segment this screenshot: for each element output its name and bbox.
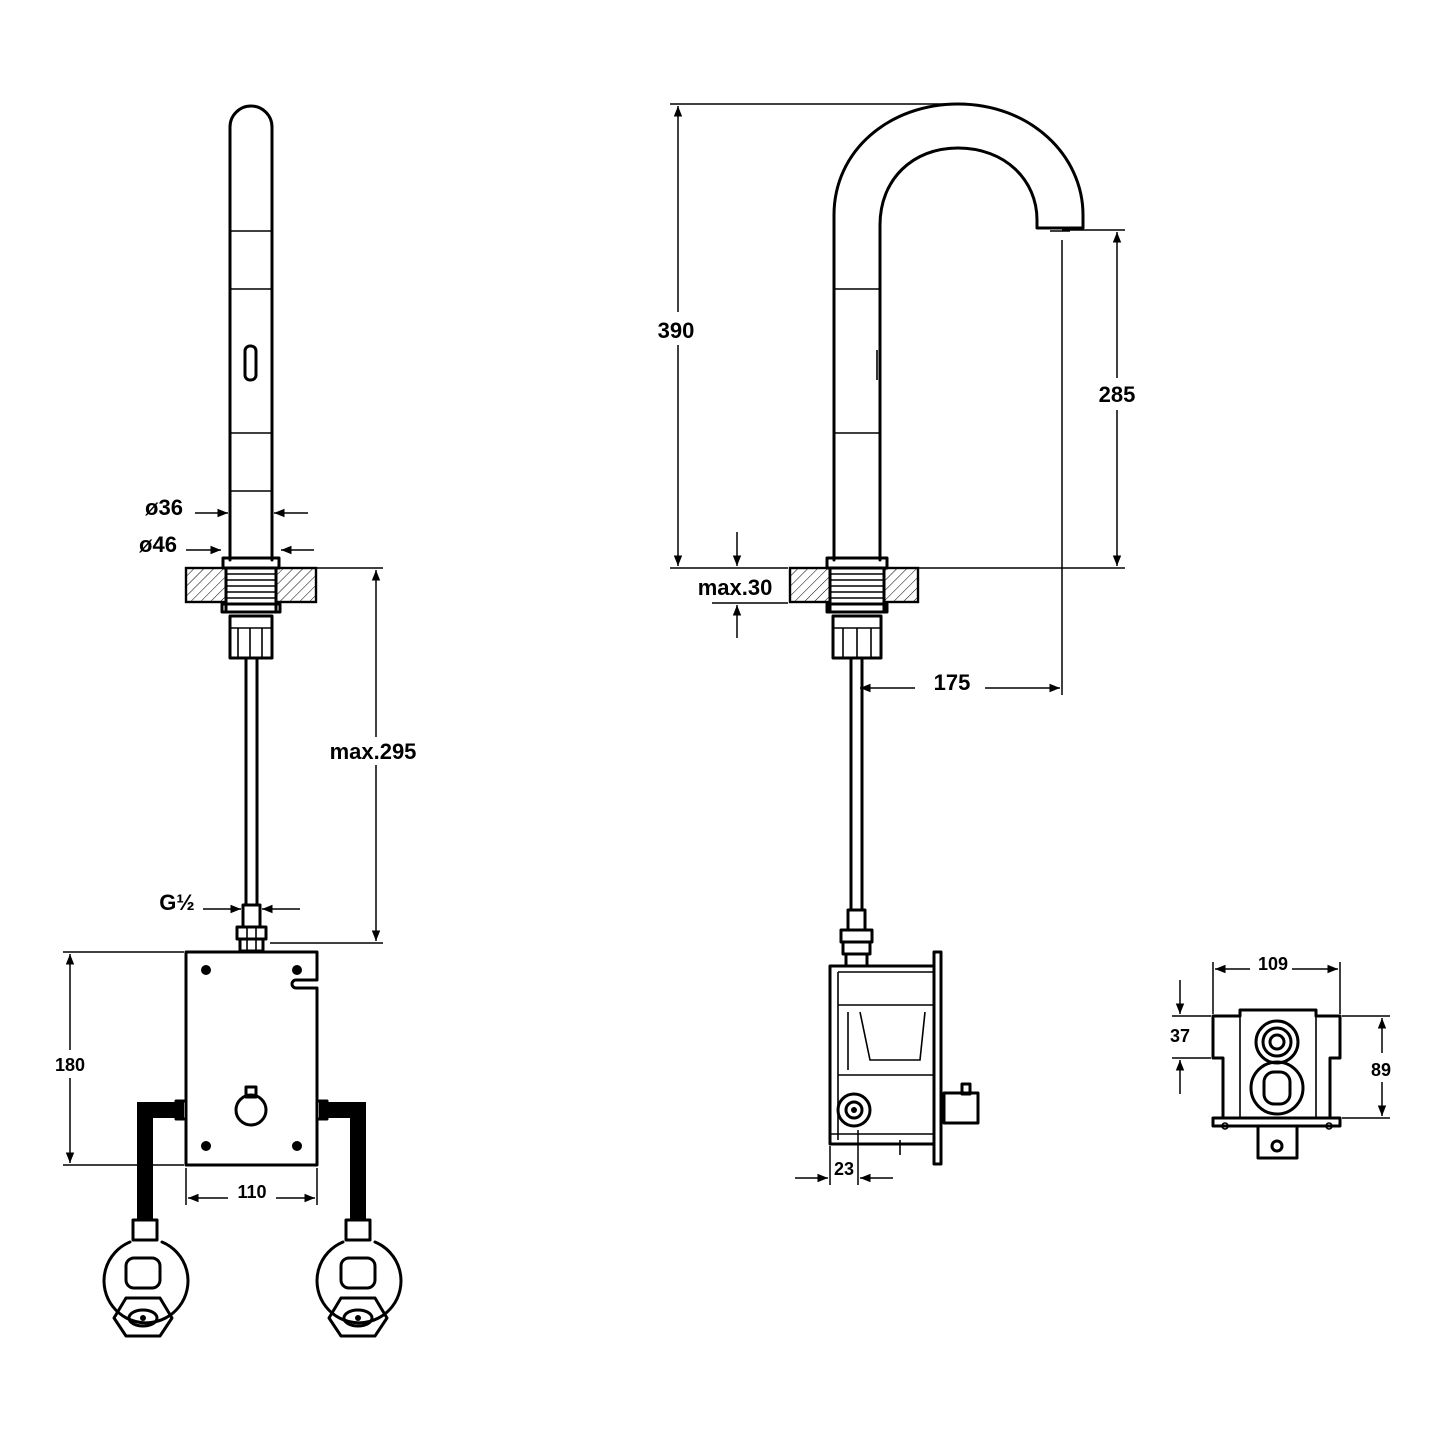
label-box-offset: 23 — [834, 1159, 854, 1179]
label-box-depth: 109 — [1258, 954, 1288, 974]
top-view — [1211, 1008, 1342, 1160]
front-view-dimensions: ø36 ø46 max.295 G½ 180 110 — [55, 495, 416, 1205]
sensor-window — [243, 344, 258, 382]
side-control-box — [828, 964, 936, 1146]
top-view-dimensions: 109 37 89 — [1170, 954, 1391, 1119]
front-spout-body — [228, 104, 274, 562]
front-control-box — [184, 950, 319, 1167]
label-inlet-offset: 37 — [1170, 1026, 1190, 1046]
label-thread: G½ — [159, 890, 194, 915]
label-reach: 175 — [934, 670, 971, 695]
label-max-hose-length: max.295 — [330, 739, 417, 764]
label-total-height: 390 — [658, 318, 695, 343]
label-max-deck-thickness: max.30 — [698, 575, 773, 600]
label-box-depth-side: 89 — [1371, 1060, 1391, 1080]
side-spout-body — [832, 102, 1085, 562]
side-view-dimensions: 390 285 max.30 175 23 — [658, 103, 1136, 1185]
label-dia-base: ø46 — [139, 532, 177, 557]
label-outlet-height: 285 — [1099, 382, 1136, 407]
label-dia-spout: ø36 — [145, 495, 183, 520]
side-view — [788, 102, 1085, 1166]
front-view — [102, 104, 403, 1338]
top-control-box — [1211, 1008, 1342, 1120]
label-box-height: 180 — [55, 1055, 85, 1075]
label-box-width: 110 — [237, 1182, 266, 1202]
